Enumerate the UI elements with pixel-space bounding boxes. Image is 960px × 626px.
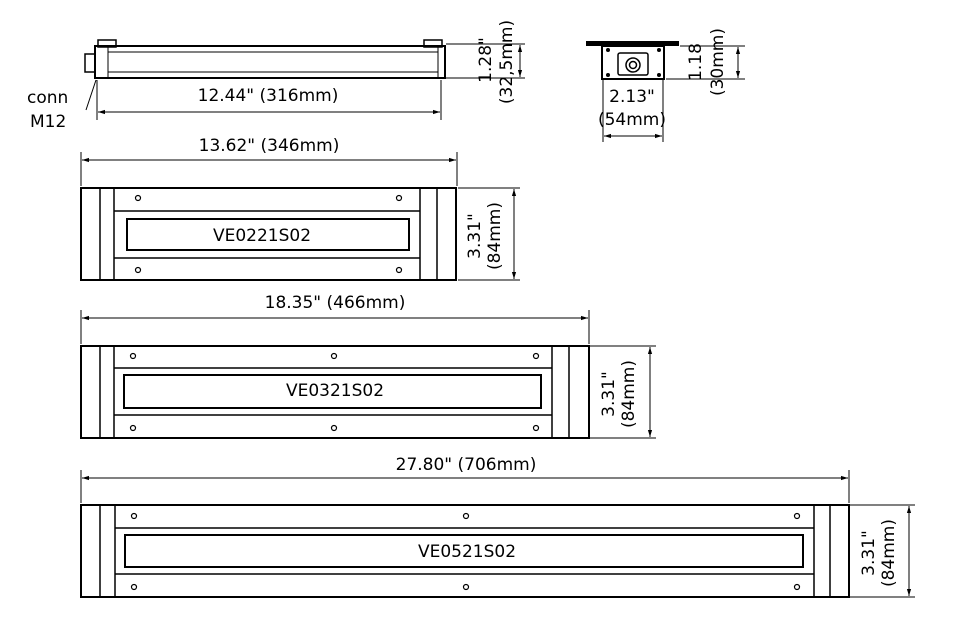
- side-height-mm-label: (32,5mm): [497, 20, 517, 104]
- end-height-label: 1.18: [686, 43, 706, 81]
- fixture-length-label: 13.62" (346mm): [199, 136, 340, 156]
- connector-m12: [84, 53, 96, 73]
- connector-label: conn: [27, 88, 68, 108]
- end-view-body: [601, 45, 665, 80]
- end-view: [586, 41, 745, 142]
- fixture-length-label: 18.35" (466mm): [265, 293, 406, 313]
- fixture-height-mm-label: (84mm): [485, 202, 505, 270]
- end-width-mm-label: (54mm): [598, 110, 666, 130]
- fixture-height-mm-label: (84mm): [879, 519, 899, 587]
- connector-type-label: M12: [30, 112, 66, 132]
- side-view-body: [94, 45, 446, 79]
- side-view: [84, 39, 525, 120]
- fixture-model-label: VE0321S02: [286, 381, 384, 401]
- fixture-height-label: 3.31": [465, 213, 485, 259]
- fixture-ve0221s02: [80, 152, 520, 281]
- end-height-mm-label: (30mm): [708, 28, 728, 96]
- side-height-label: 1.28": [476, 37, 496, 83]
- fixture-model-label: VE0221S02: [213, 226, 311, 246]
- side-mount-tab-left: [97, 39, 117, 48]
- end-view-flange: [586, 41, 679, 46]
- fixture-length-label: 27.80" (706mm): [396, 455, 537, 475]
- fixture-height-mm-label: (84mm): [619, 360, 639, 428]
- fixture-height-label: 3.31": [859, 530, 879, 576]
- fixture-height-label: 3.31": [599, 371, 619, 417]
- fixture-ve0521s02: [80, 470, 915, 598]
- end-width-label: 2.13": [609, 87, 655, 107]
- fixture-model-label: VE0521S02: [418, 542, 516, 562]
- side-mount-tab-right: [423, 39, 443, 48]
- fixture-ve0321s02: [80, 310, 656, 439]
- side-length-label: 12.44" (316mm): [198, 86, 339, 106]
